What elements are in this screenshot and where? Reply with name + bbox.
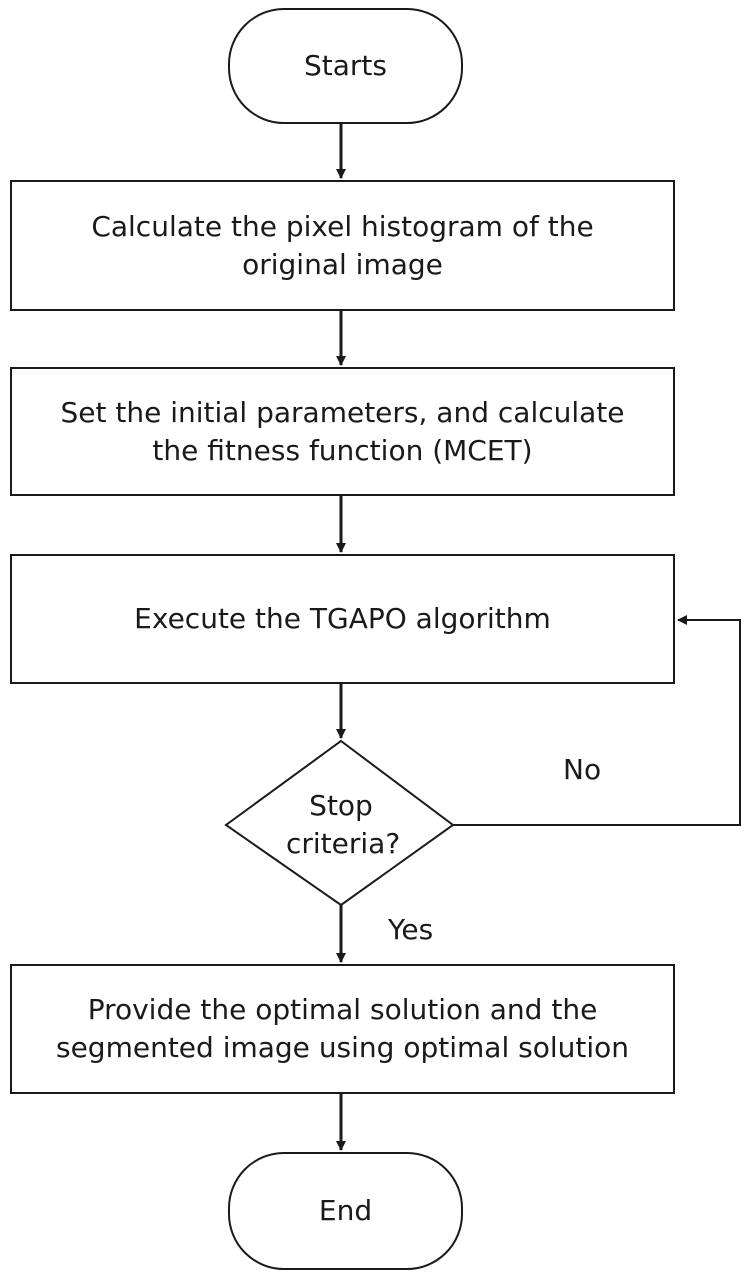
yes-label: Yes (388, 913, 434, 946)
step-set-parameters-label: Set the initial parameters, and calculat… (60, 395, 625, 467)
step-calculate-histogram-label: Calculate the pixel histogram of the ori… (91, 209, 594, 281)
step-calculate-histogram: Calculate the pixel histogram of the ori… (10, 180, 675, 311)
step-execute-tgapo: Execute the TGAPO algorithm (10, 554, 675, 684)
no-label: No (563, 753, 602, 786)
decision-label-box: Stop criteria? (266, 785, 416, 865)
loop-no-connector (453, 619, 741, 826)
step-provide-solution-label: Provide the optimal solution and the seg… (55, 993, 629, 1064)
start-terminal: Starts (228, 8, 463, 124)
step-execute-tgapo-label: Execute the TGAPO algorithm (134, 602, 551, 635)
decision-label: Stop criteria? (286, 789, 401, 860)
step-provide-solution: Provide the optimal solution and the seg… (10, 964, 675, 1094)
end-label: End (318, 1194, 373, 1227)
step-set-parameters: Set the initial parameters, and calculat… (10, 367, 675, 496)
start-label: Starts (304, 49, 387, 82)
end-terminal: End (228, 1152, 463, 1270)
